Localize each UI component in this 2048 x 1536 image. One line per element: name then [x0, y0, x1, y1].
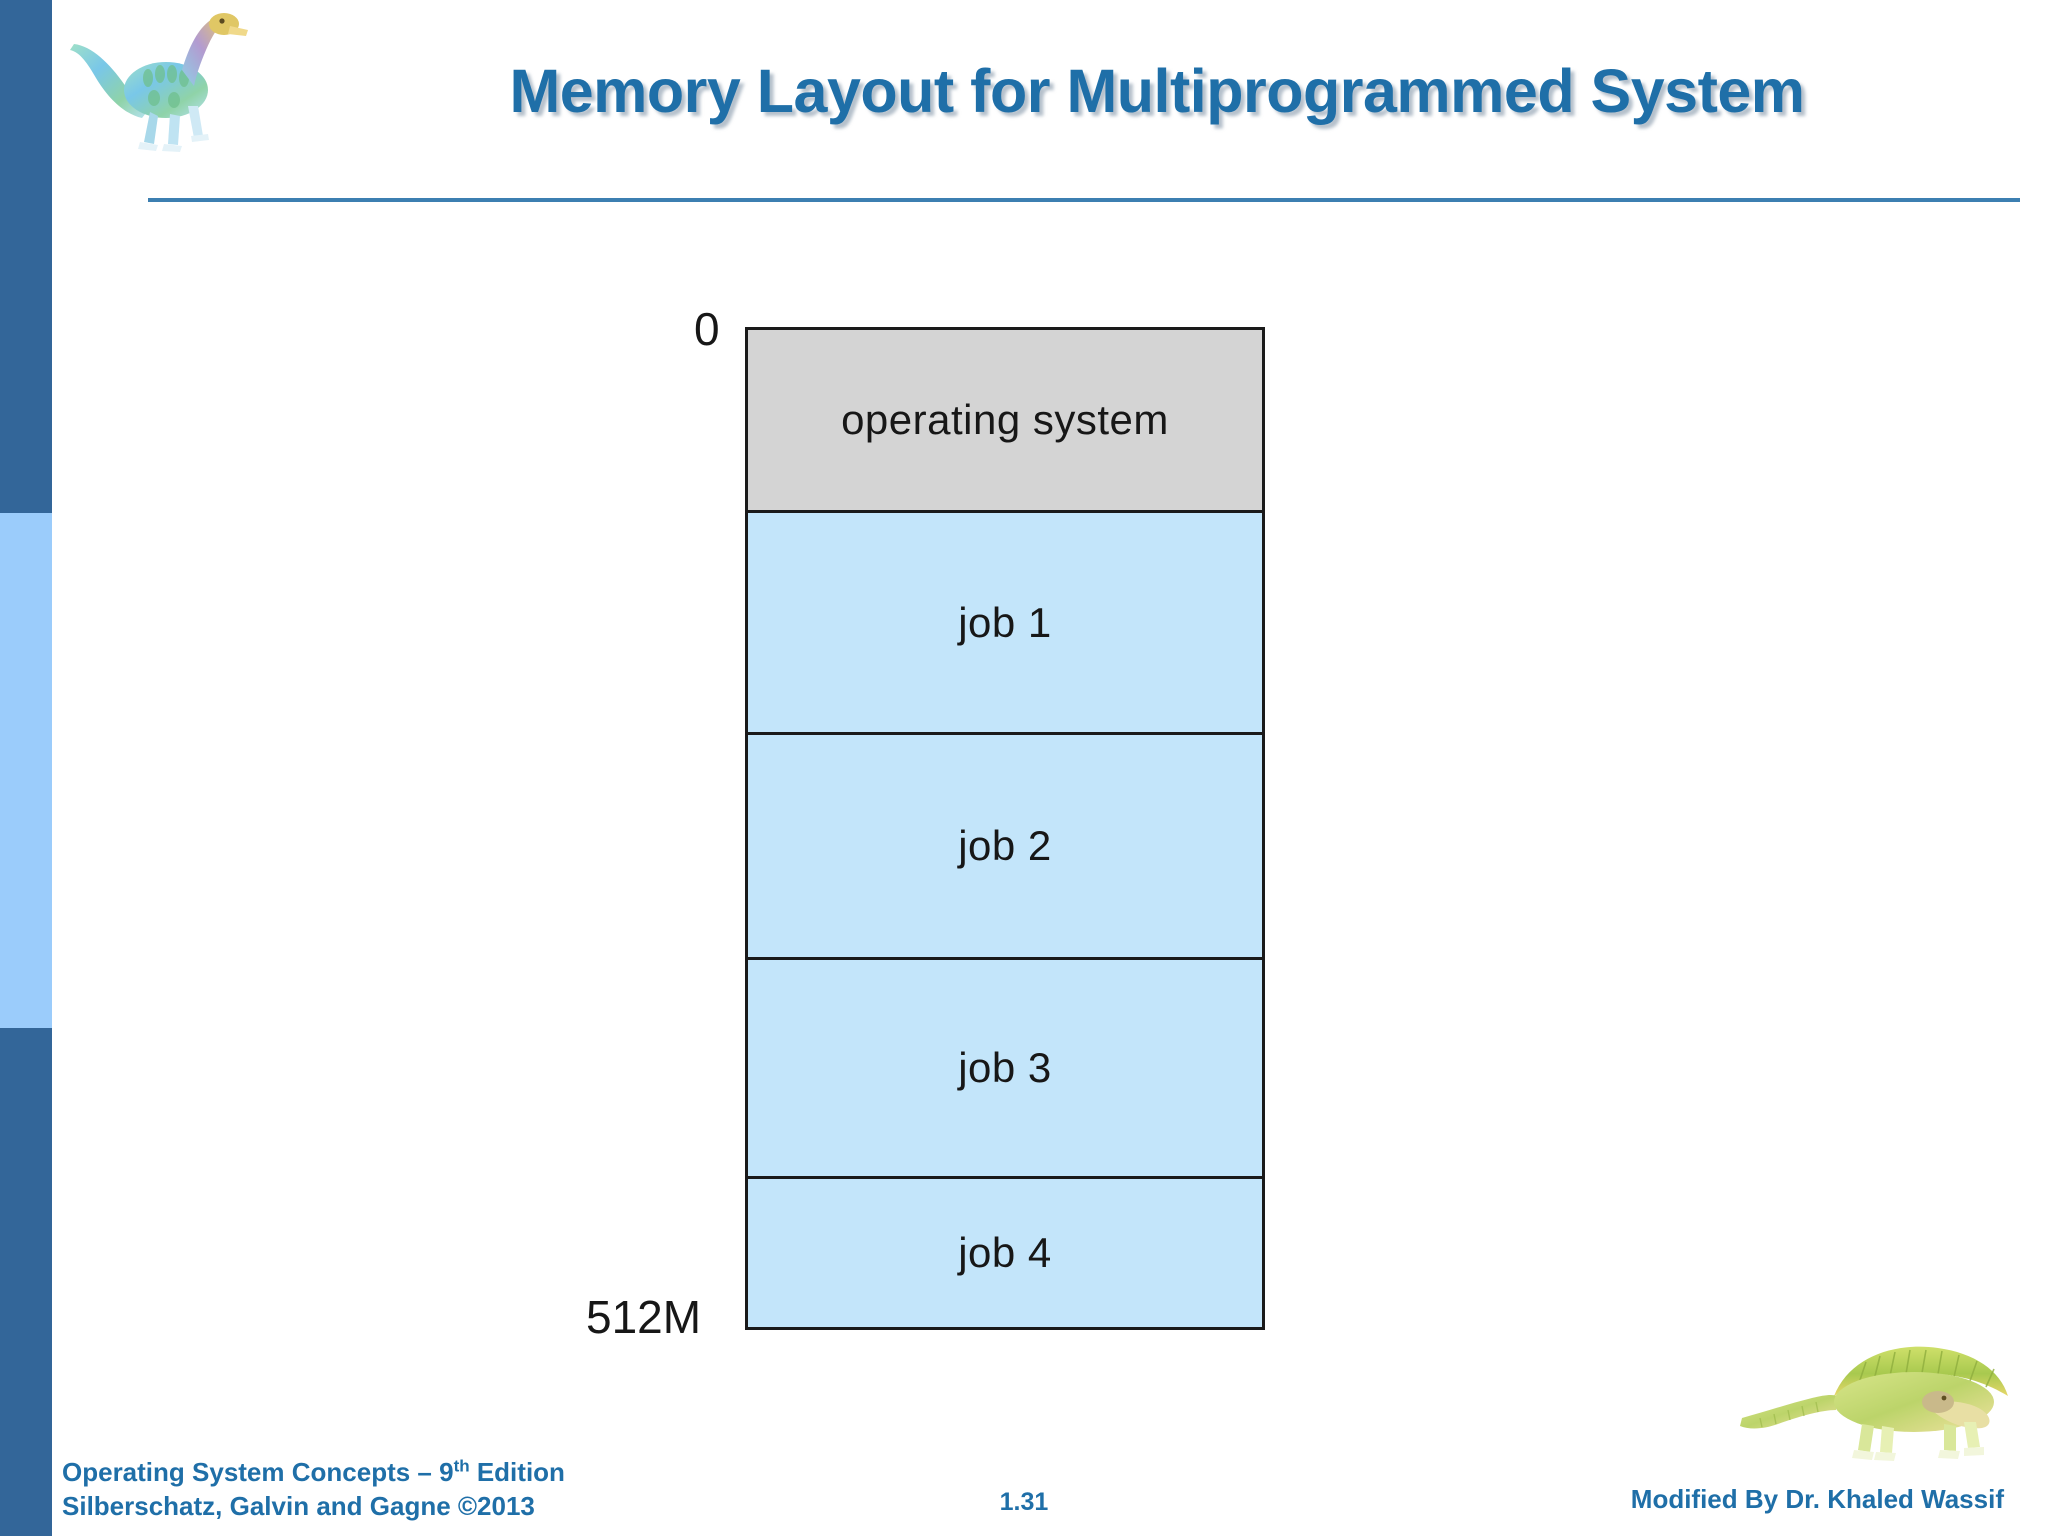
memory-block-job-2: job 2 [748, 735, 1262, 960]
memory-block-label: job 2 [958, 822, 1052, 869]
sidebar-color-bands [0, 0, 52, 1536]
sidebar-band-bottom [0, 1028, 52, 1536]
memory-block-job-1: job 1 [748, 513, 1262, 735]
footer-citation: Operating System Concepts – 9th Edition … [62, 1455, 565, 1524]
footer-citation-line-2: Silberschatz, Galvin and Gagne ©2013 [62, 1491, 535, 1522]
memory-block-label: job 4 [958, 1229, 1052, 1276]
memory-block-label: operating system [841, 396, 1169, 443]
memory-address-top-label: 0 [694, 303, 720, 355]
memory-block-job-3: job 3 [748, 960, 1262, 1179]
footer-citation-line-1: Operating System Concepts – 9th Edition [62, 1455, 565, 1489]
footer-book-title: Operating System Concepts – 9 [62, 1457, 454, 1487]
footer-modified-by: Modified By Dr. Khaled Wassif [1630, 1484, 2004, 1514]
memory-layout-diagram: operating system job 1 job 2 job 3 job 4 [745, 327, 1265, 1330]
sidebar-band-top [0, 0, 52, 513]
footer-edition-word: Edition [469, 1457, 565, 1487]
dinosaur-icon [70, 13, 248, 152]
page-number: 1.31 [999, 1488, 1049, 1516]
memory-block-job-4: job 4 [748, 1179, 1262, 1327]
footer-edition-ordinal: th [453, 1456, 470, 1476]
memory-address-bottom-label: 512M [586, 1291, 702, 1343]
memory-block-label: job 1 [958, 598, 1052, 646]
dinosaur-icon [1740, 1346, 2008, 1461]
memory-block-label: job 3 [958, 1044, 1052, 1091]
sidebar-band-middle [0, 513, 52, 1028]
title-block: Memory Layout for Multiprogrammed System [52, 0, 2048, 210]
title-underline-rule [148, 198, 2020, 202]
page-title: Memory Layout for Multiprogrammed System [509, 57, 1805, 125]
memory-block-operating-system: operating system [748, 330, 1262, 513]
